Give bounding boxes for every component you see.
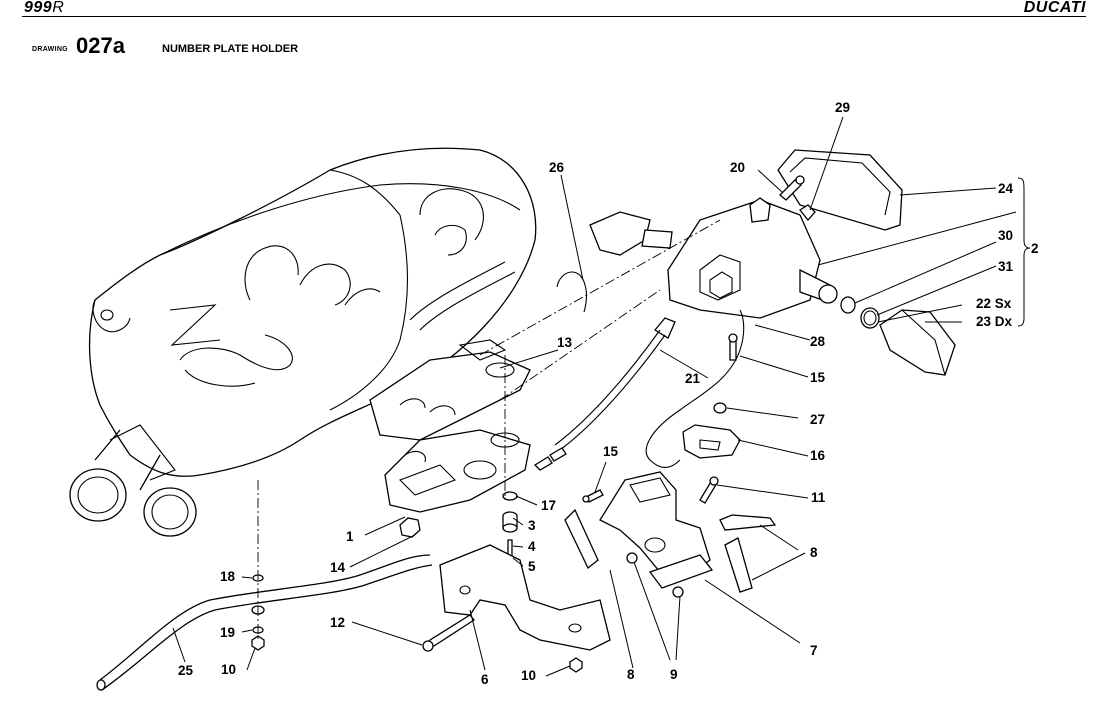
- callout-18: 18: [220, 569, 236, 584]
- callout-9: 9: [670, 667, 678, 682]
- bolt-12: [422, 614, 475, 652]
- callout-25: 25: [178, 663, 194, 678]
- callout-12: 12: [330, 615, 345, 630]
- washer-stack: [502, 491, 518, 561]
- callout-31: 31: [998, 259, 1014, 274]
- drawing-number: 027a: [76, 33, 125, 58]
- callout-28: 28: [810, 334, 826, 349]
- model-number: 999: [24, 0, 53, 16]
- support-plate: [369, 339, 531, 441]
- callout-14: 14: [330, 560, 346, 575]
- callout-8-bottom: 8: [627, 667, 635, 682]
- drawing-label: DRAWING: [32, 46, 68, 53]
- callout-6: 6: [481, 672, 489, 687]
- wiring-harness: [533, 317, 676, 471]
- model-name: 999R: [24, 0, 64, 17]
- exhaust-silencer: [69, 147, 537, 537]
- callout-17: 17: [541, 498, 556, 513]
- plate-light: [645, 309, 745, 469]
- callout-3: 3: [528, 518, 536, 533]
- callout-23-dx: 23 Dx: [976, 314, 1013, 329]
- callout-24: 24: [998, 181, 1014, 196]
- holder-plate: [384, 429, 531, 513]
- callout-5: 5: [528, 559, 536, 574]
- model-suffix: R: [52, 0, 65, 16]
- part-14-nut: [399, 517, 421, 538]
- callout-21: 21: [685, 371, 701, 386]
- drawing-title: NUMBER PLATE HOLDER: [162, 43, 299, 55]
- callout-29: 29: [835, 100, 850, 115]
- callout-15-upper: 15: [810, 370, 826, 385]
- tube-25: [96, 554, 433, 691]
- callout-11: 11: [811, 490, 826, 505]
- callout-20: 20: [730, 160, 745, 175]
- plate-support: [564, 471, 777, 598]
- screw-20: [779, 175, 805, 201]
- callout-10-left: 10: [221, 662, 236, 677]
- callout-1: 1: [346, 529, 354, 544]
- callout-19: 19: [220, 625, 235, 640]
- clip-26: [556, 271, 588, 313]
- tail-light-assembly: [589, 197, 838, 319]
- brand-logo: DUCATI: [1023, 0, 1086, 16]
- callout-16: 16: [810, 448, 826, 463]
- callout-22-sx: 22 Sx: [976, 296, 1012, 311]
- callout-15-lower: 15: [603, 444, 619, 459]
- callout-26: 26: [549, 160, 565, 175]
- callout-30: 30: [998, 228, 1013, 243]
- rear-bracket: [439, 544, 611, 651]
- callout-13: 13: [557, 335, 573, 350]
- callout-2: 2: [1031, 241, 1039, 256]
- turn-indicator: [879, 309, 956, 376]
- callout-27: 27: [810, 412, 825, 427]
- callout-4: 4: [528, 539, 536, 554]
- screw-15-upper: [728, 333, 738, 361]
- light-lens: [777, 149, 903, 231]
- bulb-and-ring: [840, 296, 880, 329]
- header-divider: [22, 16, 1086, 17]
- leader-lines: [172, 116, 1017, 677]
- callout-10-bottom: 10: [521, 668, 536, 683]
- assembly-axis-lines: [257, 219, 721, 640]
- bulb-27: [713, 402, 727, 414]
- group-brace-2: [1017, 177, 1031, 327]
- callout-7: 7: [810, 643, 818, 658]
- callout-8-right: 8: [810, 545, 818, 560]
